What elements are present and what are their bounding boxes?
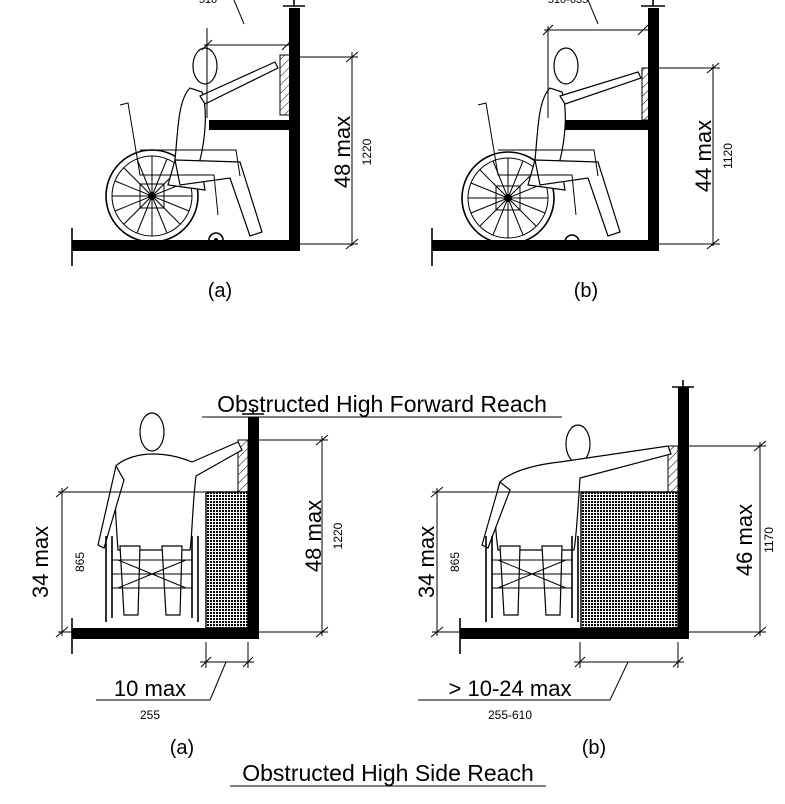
reach-target-b <box>641 67 653 121</box>
dim-side-depth-a-metric: 255 <box>140 708 160 722</box>
dim-side-high-a-label: 48 max <box>301 500 326 572</box>
dim-side-depth-a <box>96 642 254 701</box>
side-person-a <box>97 412 243 622</box>
dim-forward-depth-a <box>201 0 300 118</box>
dim-forward-height-b-label: 44 max <box>691 120 716 192</box>
side-person-b <box>481 424 672 622</box>
panel-label-forward-a: (a) <box>208 280 232 302</box>
dim-forward-height-a <box>293 51 359 250</box>
wall-a <box>71 0 305 266</box>
reach-target-a <box>279 54 291 116</box>
caption-side-text: Obstructed High Side Reach <box>242 760 534 786</box>
dim-side-low-b-metric: 865 <box>448 552 462 572</box>
side-cabinet-b <box>580 491 679 629</box>
dim-side-low-b-label: 34 max <box>414 526 439 598</box>
dim-side-depth-b <box>418 642 684 701</box>
dim-side-depth-b-label: > 10-24 max <box>449 676 572 701</box>
counter-b <box>548 120 648 130</box>
forward-reach-panel-a: 510 48 max 1220 (a) <box>71 0 374 302</box>
side-reach-panel-b: 34 max 865 46 max 1170 > 10-24 max 255-6… <box>414 380 776 759</box>
dim-side-low-a-label: 34 max <box>28 526 53 598</box>
side-cabinet-a <box>205 491 249 629</box>
dim-side-high-b <box>686 440 767 638</box>
side-wall-a <box>71 408 264 654</box>
side-reach-panel-a: 34 max 865 48 max 1220 10 max 255 (a) <box>28 408 345 759</box>
dim-side-low-b <box>430 486 580 638</box>
dim-forward-height-a-metric: 1220 <box>360 138 374 165</box>
dim-forward-depth-b <box>542 0 659 118</box>
dim-side-high-b-metric: 1170 <box>762 527 776 553</box>
dim-side-depth-b-metric: 255-610 <box>488 708 532 722</box>
side-wall-b <box>459 380 694 654</box>
caption-side: Obstructed High Side Reach <box>230 760 546 787</box>
panel-label-side-a: (a) <box>170 737 194 759</box>
dim-forward-height-a-label: 48 max <box>330 116 355 188</box>
forward-reach-panel-b: 510-635 44 max 1120 (b) <box>431 0 735 302</box>
dim-side-high-a <box>256 434 329 638</box>
caption-forward-text: Obstructed High Forward Reach <box>217 391 547 417</box>
dim-forward-height-b-metric: 1120 <box>721 143 735 169</box>
dim-forward-depth-metric-a: 510 <box>199 0 217 6</box>
dim-side-high-a-metric: 1220 <box>331 522 345 549</box>
caption-forward: Obstructed High Forward Reach <box>202 391 562 418</box>
panel-label-side-b: (b) <box>582 737 606 759</box>
dim-forward-depth-metric-b: 510-635 <box>548 0 588 6</box>
dim-side-low-a <box>55 486 205 638</box>
counter-a <box>209 120 289 130</box>
wall-b <box>431 0 665 266</box>
dim-side-low-a-metric: 865 <box>73 552 87 572</box>
person-b <box>477 47 642 237</box>
dim-side-depth-a-label: 10 max <box>114 676 186 701</box>
panel-label-forward-b: (b) <box>574 280 598 302</box>
person-a <box>119 47 279 237</box>
dim-forward-height-b <box>652 62 720 250</box>
dim-side-high-b-label: 46 max <box>732 504 757 576</box>
